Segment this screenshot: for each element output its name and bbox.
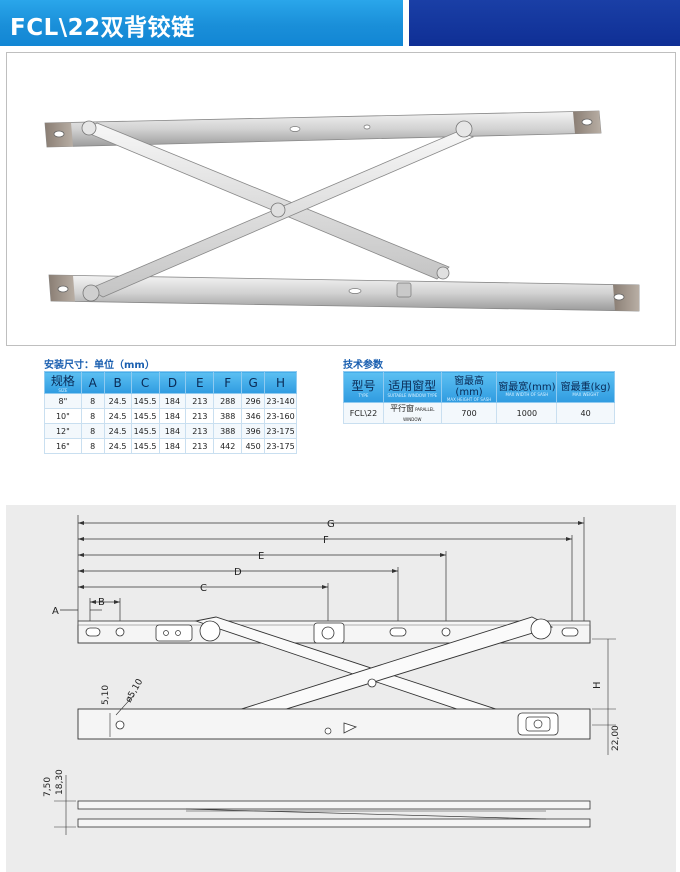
dim-label-v1: 5,10 — [101, 685, 111, 705]
table-cell: 213 — [185, 423, 215, 439]
table-cell: 184 — [158, 408, 187, 424]
table-row: 16" 8 24.5 145.5 184 213 442 450 23-175 — [44, 438, 297, 454]
table-cell: 442 — [213, 438, 243, 454]
dim-label-h: H — [592, 681, 603, 689]
table-cell: 24.5 — [103, 423, 132, 439]
tech-max-width-cell: 1000 — [496, 402, 558, 424]
table-cell: 16" — [44, 438, 82, 454]
dim-label-c: C — [200, 583, 207, 594]
table-cell: 145.5 — [130, 393, 160, 409]
install-header-cell: B — [103, 371, 132, 394]
tech-header-cell: 窗最宽(mm)MAX WIDTH OF SASH — [496, 371, 558, 403]
tech-header-cell: 窗最重(kg)MAX WEIGHT — [556, 371, 615, 403]
table-cell: 145.5 — [130, 438, 160, 454]
table-cell: 396 — [241, 423, 266, 439]
table-cell: 24.5 — [103, 438, 132, 454]
dim-label-b: B — [98, 597, 105, 608]
install-header-cell: D — [158, 371, 187, 394]
install-header-cell: H — [264, 371, 297, 394]
table-cell: 10" — [44, 408, 82, 424]
table-row: 8" 8 24.5 145.5 184 213 288 296 23-140 — [44, 393, 297, 409]
table-cell: 8 — [80, 393, 105, 409]
table-cell: 346 — [241, 408, 266, 424]
tech-header-cell: 窗最高(mm)MAX HEIGHT OF SASH — [440, 371, 498, 403]
table-cell: 450 — [241, 438, 266, 454]
dim-label-g: G — [327, 519, 335, 530]
drawing-svg: G F E D C B A — [43, 515, 621, 835]
table-cell: 388 — [213, 408, 243, 424]
dim-label-f: F — [323, 535, 329, 546]
table-cell: 24.5 — [103, 393, 132, 409]
dim-label-a: A — [52, 606, 59, 617]
table-cell: 388 — [213, 423, 243, 439]
table-cell: 8 — [80, 438, 105, 454]
table-cell: 23-160 — [264, 408, 297, 424]
table-cell: 8 — [80, 408, 105, 424]
table-cell: 8 — [80, 423, 105, 439]
table-cell: 23-140 — [264, 393, 297, 409]
table-cell: 213 — [185, 438, 215, 454]
table-cell: 145.5 — [130, 408, 160, 424]
table-cell: 24.5 — [103, 408, 132, 424]
dim-label-v2: 22,00 — [611, 725, 621, 751]
table-cell: 213 — [185, 393, 215, 409]
header-accent-block — [409, 0, 680, 46]
hinge-illustration — [44, 110, 640, 312]
table-row: FCL\22 平行窗PARALLEL WINDOW 700 1000 40 — [343, 402, 615, 424]
table-cell: 288 — [213, 393, 243, 409]
dim-label-v3: 7,50 — [43, 777, 53, 797]
table-cell: 8" — [44, 393, 82, 409]
install-header-cell: C — [130, 371, 160, 394]
dim-label-d: D — [234, 567, 242, 578]
table-cell: 296 — [241, 393, 266, 409]
tech-type-cell: 平行窗PARALLEL WINDOW — [382, 402, 442, 424]
product-photo — [6, 52, 676, 346]
tech-max-weight-cell: 40 — [556, 402, 615, 424]
table-cell: 23-175 — [264, 423, 297, 439]
header-title-block: FCL\22双背铰链 — [0, 0, 403, 46]
table-cell: 184 — [158, 423, 187, 439]
table-cell: 213 — [185, 408, 215, 424]
technical-drawing: G F E D C B A — [6, 505, 676, 872]
table-row: 10" 8 24.5 145.5 184 213 388 346 23-160 — [44, 408, 297, 424]
header-bar: FCL\22双背铰链 — [0, 0, 680, 46]
table-cell: 145.5 — [130, 423, 160, 439]
dim-label-hole: ø5,10 — [124, 677, 146, 704]
install-header-cell: G — [241, 371, 266, 394]
tech-max-height-cell: 700 — [440, 402, 498, 424]
tech-table-title: 技术参数 — [343, 360, 383, 371]
install-header-cell: E — [185, 371, 215, 394]
table-cell: 23-175 — [264, 438, 297, 454]
dim-label-v4: 18,30 — [55, 769, 65, 795]
tech-model-cell: FCL\22 — [343, 402, 384, 424]
install-header-cell: F — [213, 371, 243, 394]
table-cell: 12" — [44, 423, 82, 439]
table-row: 12" 8 24.5 145.5 184 213 388 396 23-175 — [44, 423, 297, 439]
install-header-cell: A — [80, 371, 105, 394]
table-cell: 184 — [158, 393, 187, 409]
install-table-title: 安装尺寸：单位（mm） — [44, 360, 155, 371]
table-cell: 184 — [158, 438, 187, 454]
page-title: FCL\22双背铰链 — [10, 15, 195, 41]
dim-label-e: E — [258, 551, 264, 562]
